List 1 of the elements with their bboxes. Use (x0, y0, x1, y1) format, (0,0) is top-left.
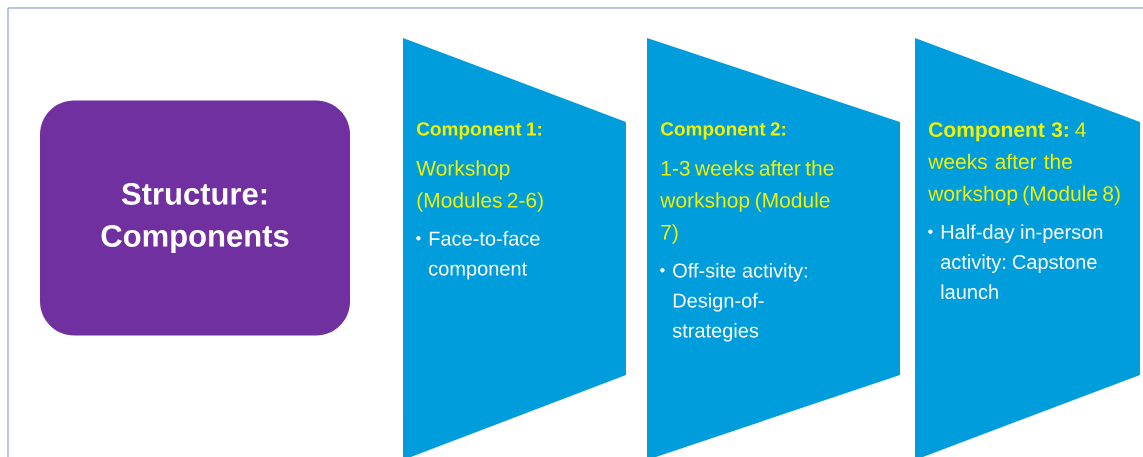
title-box: Structure: Components (40, 100, 350, 336)
